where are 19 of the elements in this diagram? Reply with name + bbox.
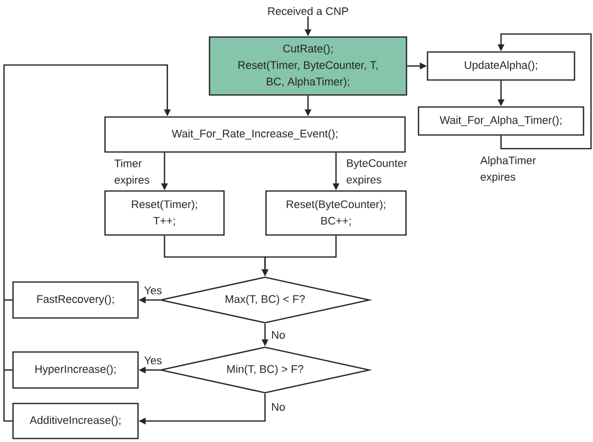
process-box: Reset(ByteCounter); BC++; <box>265 190 407 236</box>
process-box: FastRecovery(); <box>12 281 139 319</box>
edge-label: Timer expires <box>113 158 156 187</box>
process-box: Reset(Timer); T++; <box>104 190 225 236</box>
edge-label: AlphaTimer expires <box>479 155 548 184</box>
process-box: CutRate(); Reset(Timer, ByteCounter, T, BC, AlphaTimer); <box>208 36 408 96</box>
arrow <box>3 64 171 422</box>
connector-line <box>4 299 12 301</box>
edge-label: No <box>270 330 286 340</box>
arrow <box>498 33 592 150</box>
process-box: HyperIncrease(); <box>12 351 139 389</box>
process-box: AdditiveIncrease(); <box>12 402 139 440</box>
process-box: Wait_For_Alpha_Timer(); <box>418 106 584 136</box>
edge-label: ByteCounter expires <box>345 158 420 187</box>
process-box: UpdateAlpha(); <box>426 51 576 81</box>
trigger-text: Received a CNP <box>268 6 348 16</box>
process-box: Wait_For_Rate_Increase_Event(); <box>104 116 406 153</box>
connector-line <box>4 369 12 371</box>
edge-label: No <box>270 402 286 412</box>
